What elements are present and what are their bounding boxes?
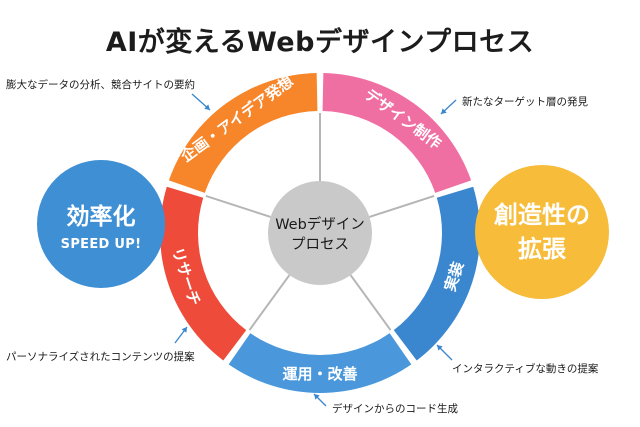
spoke-divider [205,194,271,218]
segment-operate [228,333,412,394]
arrow-icon-design [436,344,453,361]
segment-planning [168,73,318,193]
efficiency-circle: 効率化 SPEED UP! [37,160,165,288]
spoke-divider [349,274,392,331]
spoke-divider [248,274,291,331]
spoke-divider [369,194,435,218]
creativity-line1: 創造性の [494,201,590,229]
center-label-line1: Webデザイン [275,215,365,233]
segment-research [159,186,247,361]
segment-implement [393,186,481,361]
annotation-implement: デザインからのコード生成 [332,403,458,415]
annotation-planning: 新たなターゲット層の発見 [462,96,588,108]
annotation-operate: パーソナライズされたコンテンツの提案 [6,351,195,363]
arrow-icon-operate [174,326,188,344]
center-circle [268,181,372,285]
creativity-line2: 拡張 [518,235,566,263]
arrow-icon-research [191,93,211,111]
arrow-icon-planning [440,99,457,115]
center-label-line2: プロセス [291,236,349,253]
efficiency-title: 効率化 [66,203,136,230]
creativity-circle: 創造性の 拡張 [475,165,609,299]
segment-design [322,73,472,193]
segment-label-operate: 運用・改善 [282,365,357,383]
annotation-design: インタラクティブな動きの提案 [452,363,599,375]
page-title: AIが変えるWebデザインプロセス [105,27,535,58]
efficiency-subtitle: SPEED UP! [60,236,142,252]
arrow-icon-implement [313,393,327,407]
annotation-research: 膨大なデータの分析、競合サイトの要約 [6,79,195,91]
